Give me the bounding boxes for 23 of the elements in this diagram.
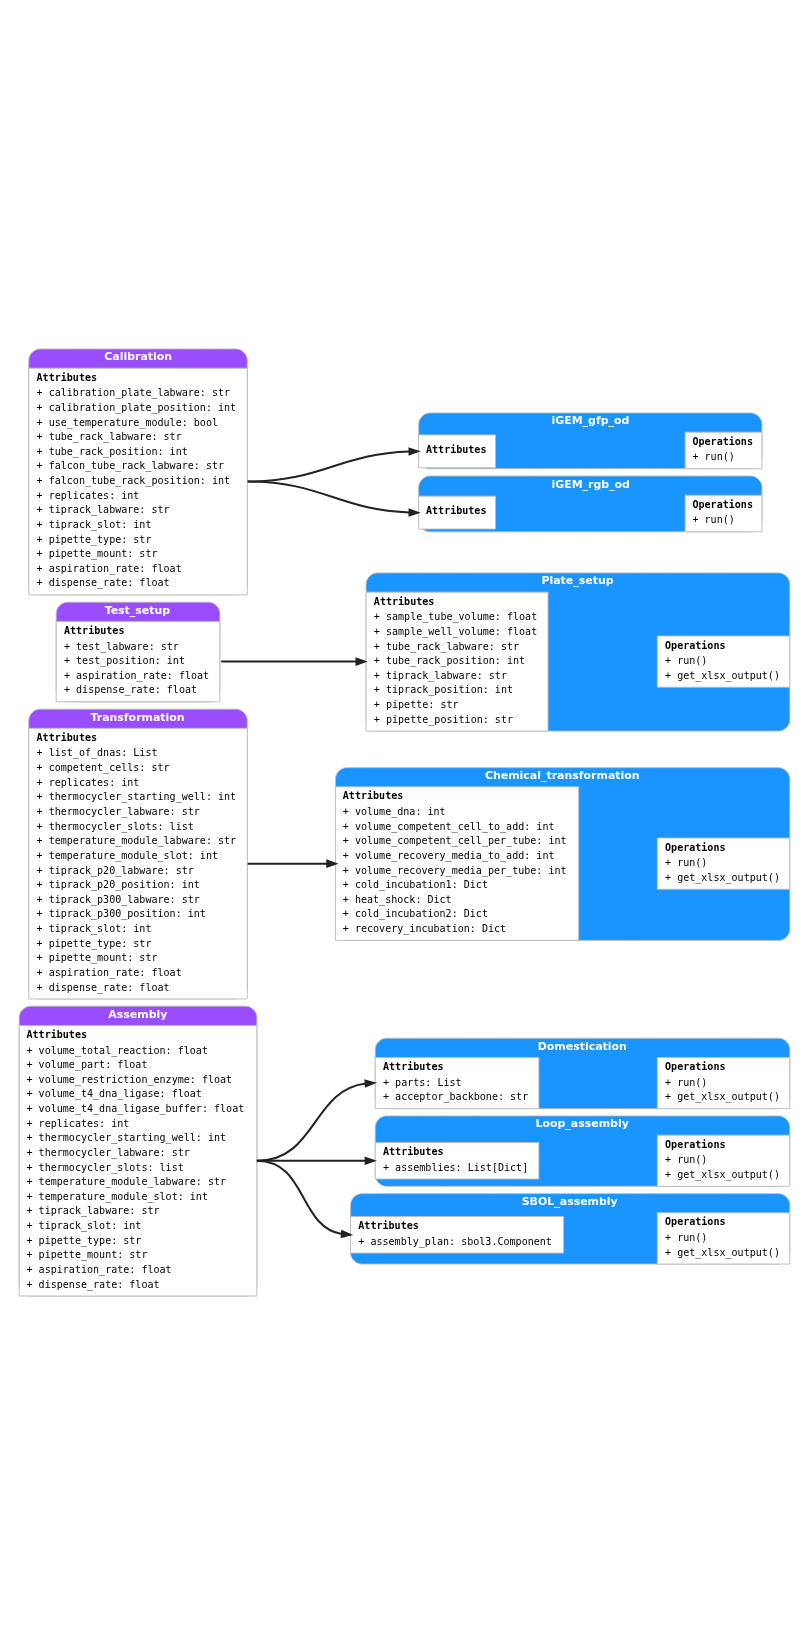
node-box: Attributes + test_labware: str + test_position: int + aspiration_rate: float + dispense_rate: float: [55, 620, 221, 702]
node-box: Operations + run(): [684, 494, 763, 532]
arrow: [221, 656, 368, 666]
node-box: Operations + run() + get_xlsx_output(): [656, 1056, 791, 1109]
arrow: [247, 480, 421, 517]
node-box: Attributes + list_of_dnas: List + competent_cells: str + replicates: int + thermocycler_starting_well: int + thermocycler_labware: str + thermocycler_slots: list + temperature_module_labware: str + temperature_module_slot: int + tiprack_p20_labware: str + tiprack_p20_position: int + tiprack_p300_labware: str + tiprack_p300_position: int + tiprack_slot: int + pipette_type: str + pipette_mount: str + aspiration_rate: float + dispense_rate: float: [28, 727, 248, 999]
node-box: Operations + run() + get_xlsx_output(): [656, 837, 791, 890]
arrow: [247, 858, 339, 868]
node-box: Attributes + sample_tube_volume: float + sample_well_volume: float + tube_rack_labware: str + tube_rack_position: int + tiprack_labware: str + tiprack_position: int + pipette: str + pipette_position: str: [365, 591, 549, 732]
node-box: Attributes + parts: List + acceptor_backbone: str: [374, 1056, 540, 1109]
node-box: Operations + run() + get_xlsx_output(): [656, 1211, 791, 1264]
node-box: Operations + run(): [684, 431, 763, 469]
node-box: Operations + run() + get_xlsx_output(): [656, 1134, 791, 1187]
node-box: Attributes: [418, 495, 496, 529]
node-box: Attributes + assemblies: List[Dict]: [374, 1141, 540, 1179]
arrow: [256, 1159, 354, 1238]
node-box: Attributes + calibration_plate_labware: str + calibration_plate_position: int + use_temperature_module: bool + tube_rack_labware: str + tube_rack_position: int + falcon_tube_rack_labware: str + falcon_tube_rack_position: int + replicates: int + tiprack_labware: str + tiprack_slot: int + pipette_type: str + pipette_mount: str + aspiration_rate: float + dispense_rate: float: [28, 367, 248, 595]
node-box: Attributes + volume_dna: int + volume_competent_cell_to_add: int + volume_competent_cell_per_tube: int + volume_recovery_media_to_add: int + volume_recovery_media_per_tube: int + cold_incubation1: Dict + heat_shock: Dict + cold_incubation2: Dict + recovery_incubation: Dict: [335, 785, 580, 941]
node-box: Attributes: [418, 433, 496, 468]
node-box: Operations + run() + get_xlsx_output(): [656, 635, 791, 688]
node-box: Attributes + volume_total_reaction: float + volume_part: float + volume_restriction_enzyme: float + volume_t4_dna_ligase: float + volume_t4_dna_ligase_buffer: float + replicates: int + thermocycler_starting_well: int + thermocycler_labware: str + thermocycler_slots: list + temperature_module_labware: str + temperature_module_slot: int + tiprack_labware: str + tiprack_slot: int + pipette_type: str + pipette_mount: str + aspiration_rate: float + dispense_rate: float: [18, 1024, 258, 1296]
node-box: Attributes + assembly_plan: sbol3.Component: [350, 1215, 564, 1254]
arrow: [247, 446, 421, 483]
